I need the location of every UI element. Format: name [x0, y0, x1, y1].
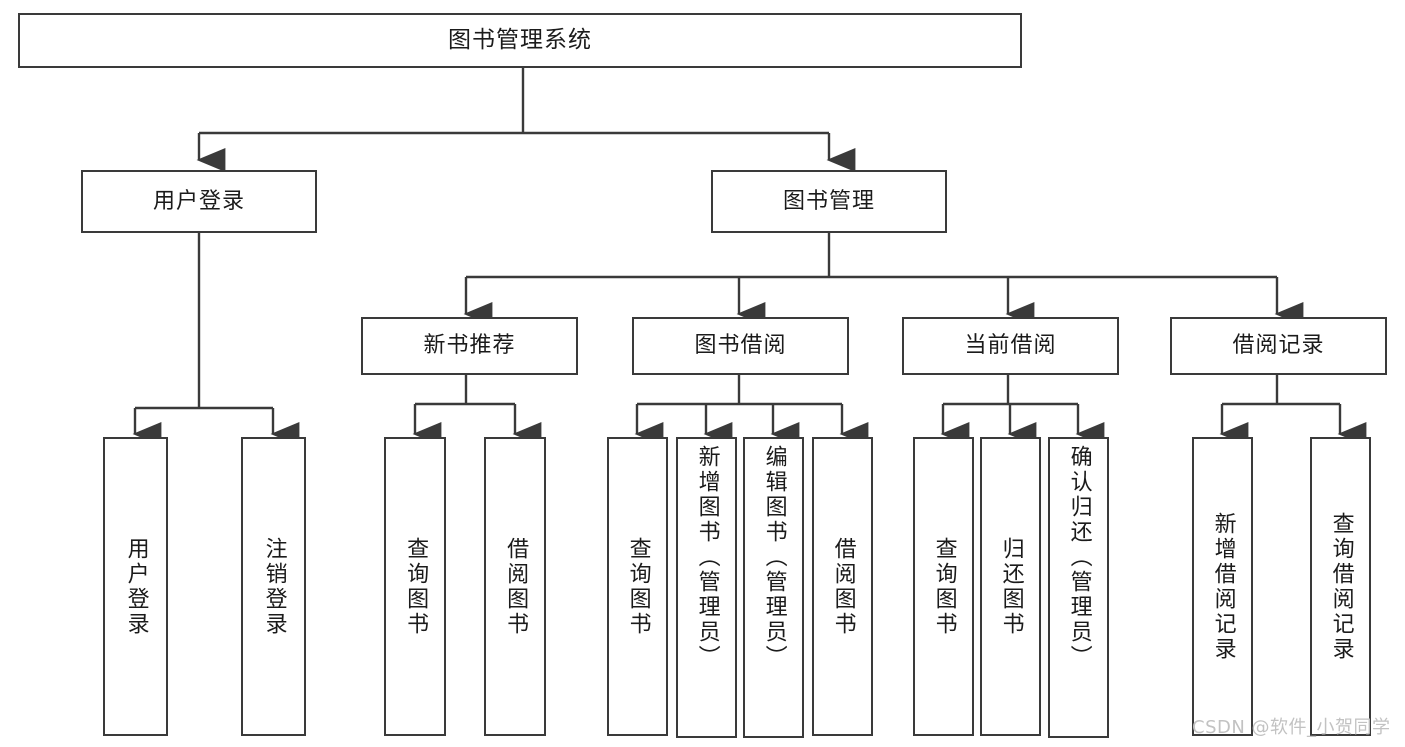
node-new-book-recommend[interactable]: 新书推荐	[361, 317, 578, 375]
node-label: 编辑图书（管理员）	[761, 445, 787, 670]
node-label: 新增借阅记录	[1210, 511, 1236, 662]
node-leaf-user-login[interactable]: 用户登录	[103, 437, 168, 736]
node-leaf-borrow-book-2[interactable]: 借阅图书	[812, 437, 873, 736]
node-leaf-query-record[interactable]: 查询借阅记录	[1310, 437, 1371, 736]
node-leaf-return-book[interactable]: 归还图书	[980, 437, 1041, 736]
node-label: 查询图书	[931, 536, 957, 637]
node-label: 注销登录	[261, 536, 287, 637]
node-label: 当前借阅	[964, 333, 1057, 358]
node-book-management[interactable]: 图书管理	[711, 170, 947, 233]
node-label: 归还图书	[998, 536, 1024, 637]
node-leaf-query-book-2[interactable]: 查询图书	[607, 437, 668, 736]
node-label: 查询借阅记录	[1328, 511, 1354, 662]
node-label: 用户登录	[123, 536, 149, 637]
node-label: 借阅图书	[830, 536, 856, 637]
node-leaf-confirm-return[interactable]: 确认归还（管理员）	[1048, 437, 1109, 738]
node-borrow-record[interactable]: 借阅记录	[1170, 317, 1387, 375]
watermark: CSDN @软件_小贺同学	[1192, 717, 1391, 738]
node-label: 查询图书	[403, 536, 429, 637]
node-root-book-management-system[interactable]: 图书管理系统	[18, 13, 1022, 68]
node-leaf-query-book-3[interactable]: 查询图书	[913, 437, 974, 736]
node-leaf-add-book[interactable]: 新增图书（管理员）	[676, 437, 737, 738]
node-label: 图书管理	[782, 188, 875, 214]
node-book-borrow[interactable]: 图书借阅	[632, 317, 849, 375]
node-current-borrow[interactable]: 当前借阅	[902, 317, 1119, 375]
node-label: 新增图书（管理员）	[694, 445, 720, 670]
node-label: 图书借阅	[694, 333, 787, 358]
node-label: 查询图书	[625, 536, 651, 637]
node-leaf-logout-login[interactable]: 注销登录	[241, 437, 306, 736]
node-leaf-edit-book[interactable]: 编辑图书（管理员）	[743, 437, 804, 738]
node-user-login[interactable]: 用户登录	[81, 170, 317, 233]
node-label: 确认归还（管理员）	[1066, 445, 1092, 670]
node-label: 新书推荐	[423, 333, 516, 358]
node-leaf-query-book-1[interactable]: 查询图书	[384, 437, 446, 736]
node-label: 图书管理系统	[448, 27, 592, 53]
node-label: 借阅图书	[503, 536, 529, 637]
node-label: 用户登录	[152, 188, 245, 214]
node-leaf-add-record[interactable]: 新增借阅记录	[1192, 437, 1253, 736]
node-label: 借阅记录	[1232, 333, 1325, 358]
node-leaf-borrow-book-1[interactable]: 借阅图书	[484, 437, 546, 736]
